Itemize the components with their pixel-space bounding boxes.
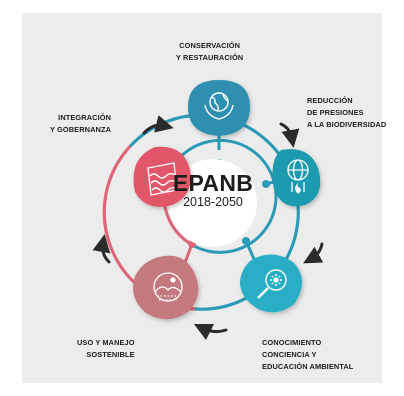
- landscape-icon: [153, 272, 183, 302]
- magnifier-icon: [257, 269, 287, 299]
- waves-flag-icon: [147, 162, 178, 196]
- center-subtitle: 2018-2050: [183, 195, 243, 209]
- label-line: A LA BIODIVERSIDAD: [307, 120, 387, 129]
- center-circle: [169, 159, 257, 247]
- center-title: EPANB: [172, 170, 254, 196]
- node-reduccion: [272, 149, 321, 207]
- label-conservacion: CONSERVACIÓN Y RESTAURACIÓN: [176, 40, 243, 64]
- node-integracion: [133, 146, 191, 207]
- label-reduccion: REDUCCIÓN DE PRESIONES A LA BIODIVERSIDA…: [307, 95, 386, 131]
- label-integracion: INTEGRACIÓN Y GOBERNANZA: [50, 112, 111, 136]
- globe-flame-icon: [287, 159, 309, 194]
- label-conocimiento: CONOCIMIENTO CONCIENCIA Y EDUCACIÓN AMBI…: [262, 337, 353, 373]
- node-conocimiento: [240, 254, 302, 313]
- label-line: CONSERVACIÓN: [179, 41, 241, 50]
- label-line: EDUCACIÓN AMBIENTAL: [262, 362, 354, 371]
- globe-hands-icon: [204, 92, 234, 120]
- label-line: CONOCIMIENTO: [262, 338, 322, 347]
- cycle-arrows: [92, 115, 324, 341]
- label-line: Y GOBERNANZA: [50, 125, 112, 134]
- node-conservacion: [188, 80, 250, 136]
- label-line: DE PRESIONES: [307, 108, 364, 117]
- label-uso: USO Y MANEJO SOSTENIBLE: [77, 337, 135, 361]
- label-line: INTEGRACIÓN: [58, 113, 112, 122]
- label-line: CONCIENCIA Y: [262, 350, 317, 359]
- label-line: REDUCCIÓN: [307, 96, 353, 105]
- label-line: SOSTENIBLE: [86, 350, 135, 359]
- label-line: USO Y MANEJO: [77, 338, 135, 347]
- label-line: Y RESTAURACIÓN: [176, 53, 244, 62]
